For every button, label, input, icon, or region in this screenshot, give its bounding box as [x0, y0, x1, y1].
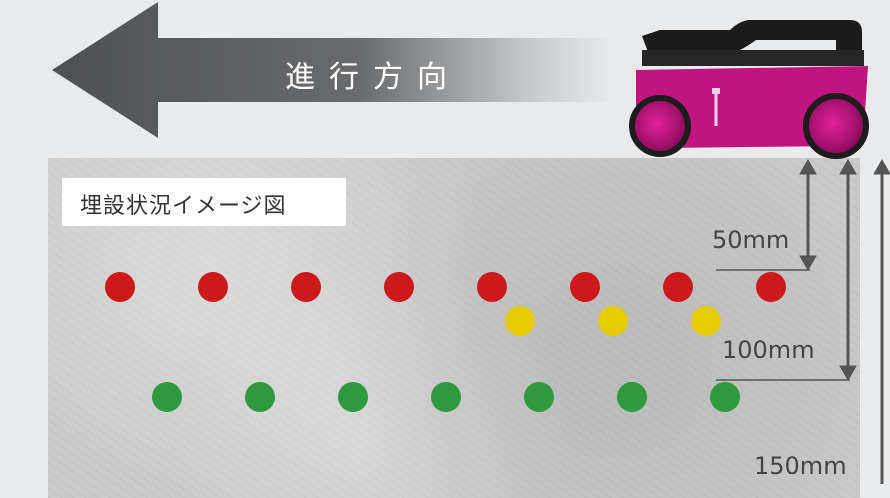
yellow-rebar-dot [691, 306, 721, 336]
red-rebar-dot [756, 272, 786, 302]
scanner-handle [642, 20, 862, 62]
diagram-title: 埋設状況イメージ図 [80, 194, 287, 219]
scanner-top-plate [642, 50, 864, 66]
red-rebar-dot [384, 272, 414, 302]
direction-label: 進行方向 [285, 60, 461, 95]
depth-label-150: 150mm [754, 452, 847, 480]
depth-label-50: 50mm [712, 226, 790, 254]
green-rebar-dot [338, 382, 368, 412]
diagram-graphics [52, 2, 890, 484]
red-rebar-dot [198, 272, 228, 302]
red-rebar-dot [105, 272, 135, 302]
green-rebar-dot [245, 382, 275, 412]
red-rebar-dot [570, 272, 600, 302]
legend-box [62, 178, 346, 226]
scanner-rear-wheel [803, 93, 869, 159]
rebar-markers [105, 272, 786, 412]
green-rebar-dot [152, 382, 182, 412]
yellow-rebar-dot [598, 306, 628, 336]
depth-label-100: 100mm [722, 336, 815, 364]
green-rebar-dot [710, 382, 740, 412]
green-rebar-dot [431, 382, 461, 412]
green-rebar-dot [524, 382, 554, 412]
scanner-front-wheel [629, 95, 691, 157]
green-rebar-dot [617, 382, 647, 412]
yellow-rebar-dot [505, 306, 535, 336]
depth-dimension-lines [716, 158, 890, 484]
scanner-device [629, 20, 869, 159]
diagram: 進行方向 埋設状況イメージ図 50mm 100mm 150mm [48, 2, 890, 498]
red-rebar-dot [291, 272, 321, 302]
red-rebar-dot [663, 272, 693, 302]
red-rebar-dot [477, 272, 507, 302]
direction-arrow [52, 2, 612, 138]
